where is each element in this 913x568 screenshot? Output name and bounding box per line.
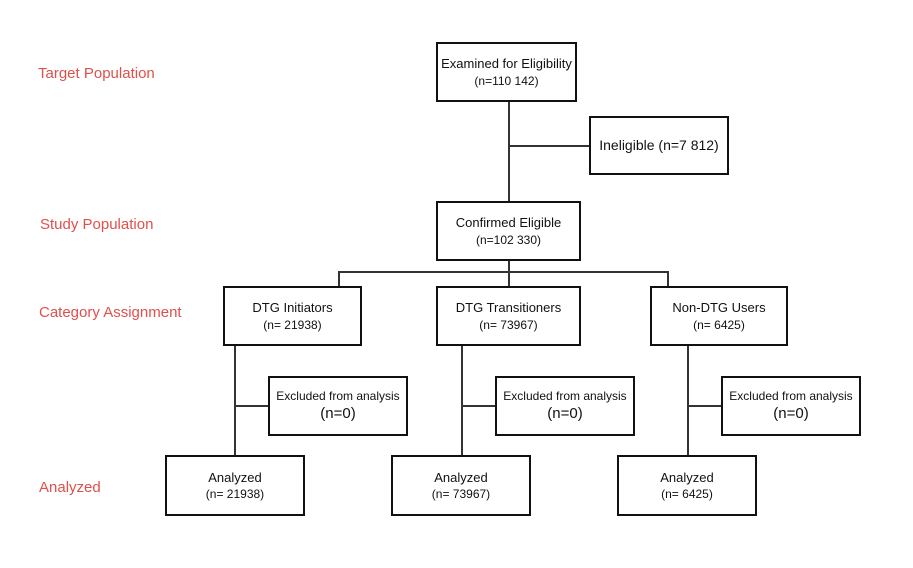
dtg-transitioners-title: DTG Transitioners bbox=[455, 300, 562, 316]
stage-label-analyzed: Analyzed bbox=[39, 479, 101, 496]
ineligible-text: Ineligible (n=7 812) bbox=[599, 137, 719, 154]
connector-line bbox=[508, 260, 510, 272]
analyzed-count: (n= 6425) bbox=[661, 487, 713, 502]
connector-line bbox=[667, 271, 669, 287]
examined-title: Examined for Eligibility bbox=[441, 56, 572, 72]
excluded-box-initiators: Excluded from analysis (n=0) bbox=[268, 376, 408, 436]
dtg-transitioners-box: DTG Transitioners (n= 73967) bbox=[436, 286, 581, 346]
analyzed-box-initiators: Analyzed (n= 21938) bbox=[165, 455, 305, 516]
connector-line bbox=[508, 100, 510, 202]
analyzed-count: (n= 21938) bbox=[205, 487, 265, 502]
analyzed-title: Analyzed bbox=[660, 469, 714, 485]
dtg-initiators-box: DTG Initiators (n= 21938) bbox=[223, 286, 362, 346]
excluded-box-transitioners: Excluded from analysis (n=0) bbox=[495, 376, 635, 436]
confirmed-count: (n=102 330) bbox=[475, 232, 542, 247]
excluded-count: (n=0) bbox=[547, 404, 583, 422]
connector-line bbox=[508, 145, 590, 147]
confirmed-eligible-box: Confirmed Eligible (n=102 330) bbox=[436, 201, 581, 261]
examined-count: (n=110 142) bbox=[474, 73, 539, 88]
stage-label-study: Study Population bbox=[40, 216, 154, 233]
dtg-initiators-title: DTG Initiators bbox=[252, 300, 333, 316]
dtg-initiators-count: (n= 21938) bbox=[263, 317, 322, 332]
connector-line bbox=[508, 271, 510, 287]
ineligible-box: Ineligible (n=7 812) bbox=[589, 116, 729, 175]
examined-box: Examined for Eligibility (n=110 142) bbox=[436, 42, 577, 102]
excluded-title: Excluded from analysis bbox=[729, 388, 853, 403]
stage-label-category: Category Assignment bbox=[39, 304, 182, 321]
excluded-box-non-dtg: Excluded from analysis (n=0) bbox=[721, 376, 861, 436]
analyzed-box-non-dtg: Analyzed (n= 6425) bbox=[617, 455, 757, 516]
connector-line bbox=[687, 345, 689, 456]
excluded-count: (n=0) bbox=[320, 404, 356, 422]
excluded-count: (n=0) bbox=[773, 404, 809, 422]
confirmed-title: Confirmed Eligible bbox=[455, 215, 562, 231]
analyzed-count: (n= 73967) bbox=[431, 487, 491, 502]
connector-line bbox=[461, 405, 496, 407]
non-dtg-users-title: Non-DTG Users bbox=[672, 300, 766, 316]
connector-line bbox=[234, 405, 269, 407]
analyzed-title: Analyzed bbox=[434, 469, 488, 485]
excluded-title: Excluded from analysis bbox=[276, 388, 400, 403]
connector-line bbox=[338, 271, 668, 273]
connector-line bbox=[234, 345, 236, 456]
excluded-title: Excluded from analysis bbox=[503, 388, 627, 403]
stage-label-target: Target Population bbox=[38, 65, 155, 82]
analyzed-box-transitioners: Analyzed (n= 73967) bbox=[391, 455, 531, 516]
analyzed-title: Analyzed bbox=[208, 469, 262, 485]
dtg-transitioners-count: (n= 73967) bbox=[479, 317, 538, 332]
non-dtg-users-count: (n= 6425) bbox=[693, 317, 745, 332]
connector-line bbox=[687, 405, 722, 407]
non-dtg-users-box: Non-DTG Users (n= 6425) bbox=[650, 286, 788, 346]
connector-line bbox=[338, 271, 340, 287]
connector-line bbox=[461, 345, 463, 456]
